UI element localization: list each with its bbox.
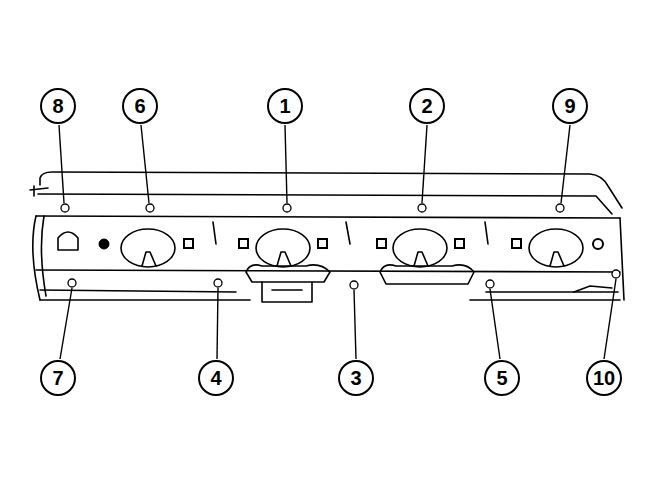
callout-number: 9 bbox=[552, 88, 588, 124]
callout-number: 4 bbox=[198, 360, 234, 396]
callout-number: 10 bbox=[586, 360, 622, 396]
callout-number: 5 bbox=[484, 360, 520, 396]
callout-number: 6 bbox=[122, 88, 158, 124]
callout-number: 8 bbox=[40, 88, 76, 124]
callout-number: 1 bbox=[267, 88, 303, 124]
callout-number: 7 bbox=[40, 360, 76, 396]
callout-number: 2 bbox=[409, 88, 445, 124]
callout-number: 3 bbox=[338, 360, 374, 396]
